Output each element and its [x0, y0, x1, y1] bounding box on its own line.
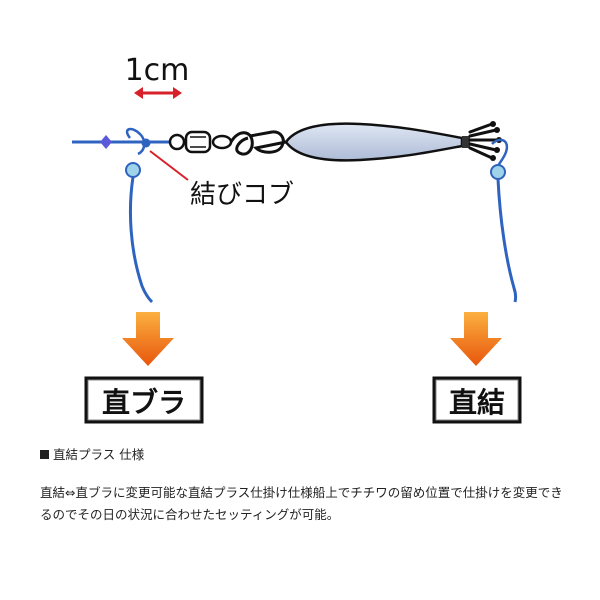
right-mode-box: 直結 [432, 376, 522, 424]
right-bead [490, 164, 506, 180]
lure-body [284, 122, 464, 162]
right-loop [491, 138, 509, 167]
right-mode-label: 直結 [449, 386, 505, 419]
snap [229, 130, 287, 156]
spec-description: 直結⇔直ブラに変更可能な直結プラス仕掛け仕様船上でチチワの留め位置で仕掛けを変更… [40, 485, 563, 522]
square-bullet-icon [40, 450, 49, 459]
left-down-arrow [122, 312, 174, 366]
right-down-arrow [450, 312, 502, 366]
left-mode-box: 直ブラ [84, 376, 204, 424]
rig-diagram: 1cm [72, 53, 522, 424]
spec-heading: 直結プラス 仕様 [53, 447, 145, 462]
right-dropper-line [496, 178, 518, 303]
measure-arrow [134, 87, 182, 99]
spec-heading-row: 直結プラス 仕様 [40, 446, 570, 464]
knot-diamond [100, 135, 112, 149]
branch-loop [125, 127, 151, 156]
left-bead [125, 162, 141, 178]
left-mode-label: 直ブラ [102, 386, 186, 419]
spec-section: 直結プラス 仕様 直結⇔直ブラに変更可能な直結プラス仕掛け仕様船上でチチワの留め… [40, 446, 570, 526]
measure-label: 1cm [125, 53, 190, 88]
knot-label: 結びコブ [190, 180, 294, 210]
knot-pointer-line [149, 150, 189, 181]
swivel [168, 130, 233, 154]
left-dropper-line [128, 176, 154, 304]
